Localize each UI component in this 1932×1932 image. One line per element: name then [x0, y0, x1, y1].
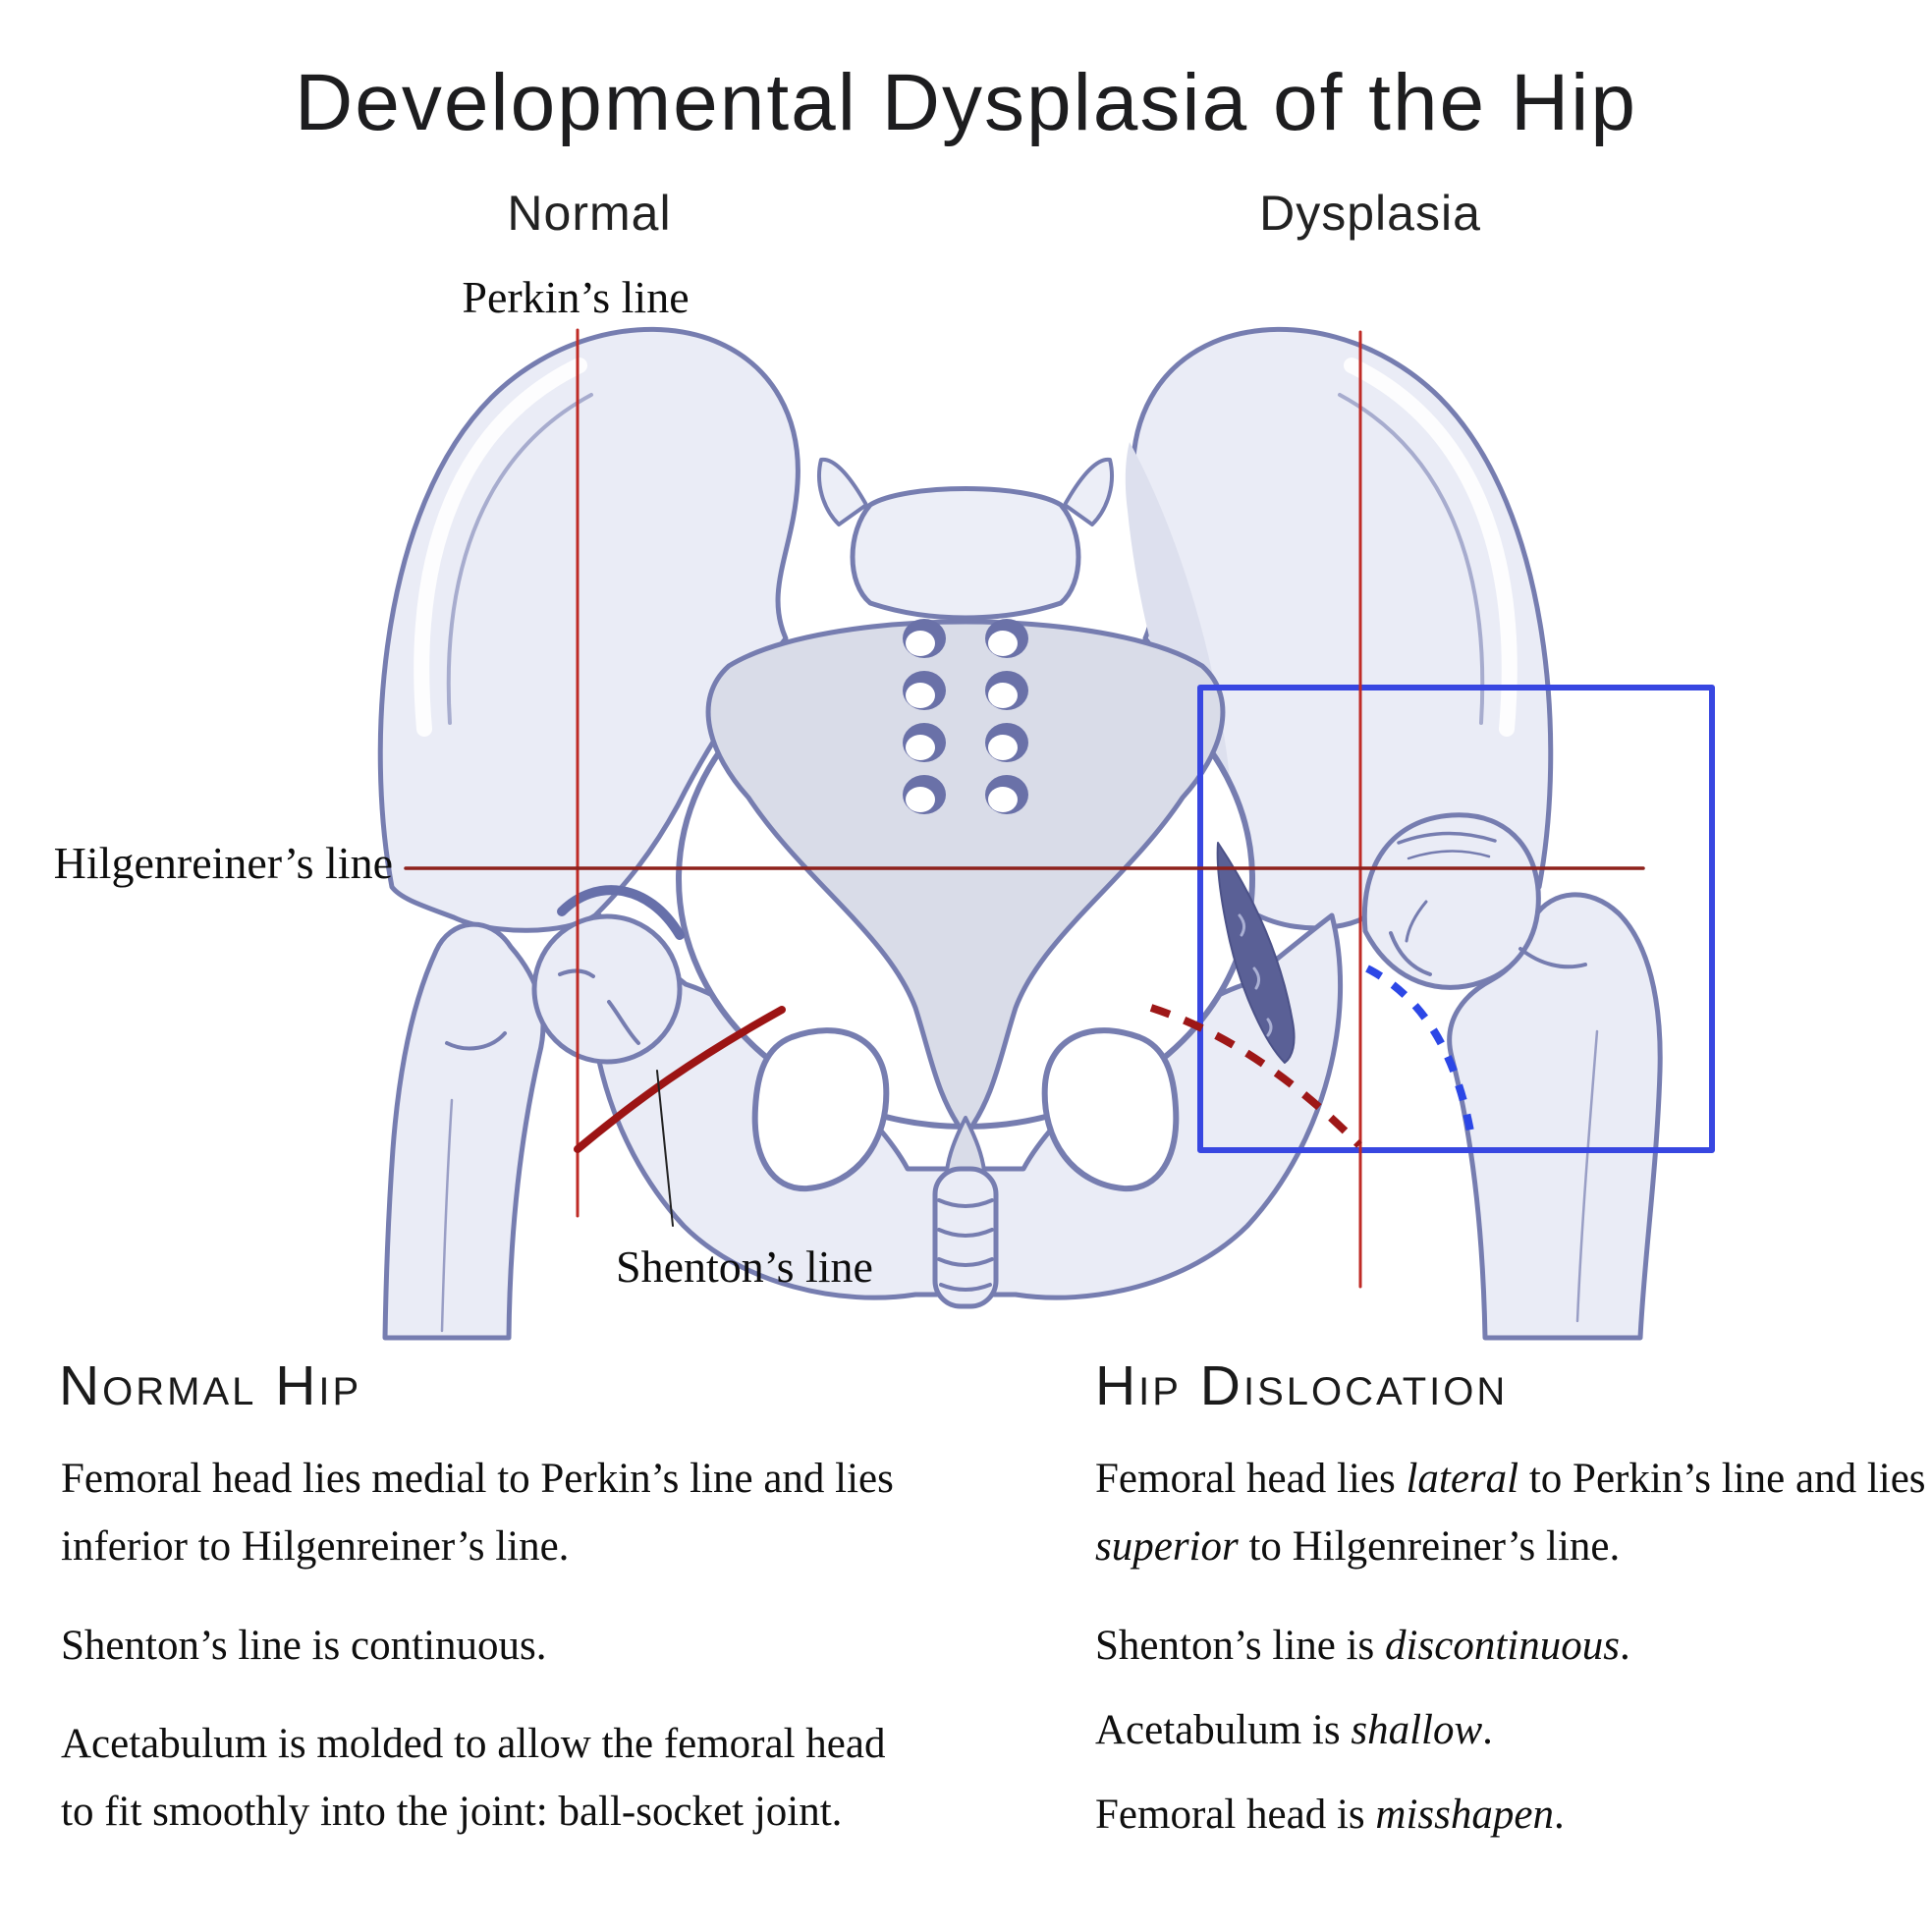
right-femoral-head	[1361, 812, 1541, 990]
perkins-line-label: Perkin’s line	[462, 272, 690, 322]
shallow-acetabulum	[1216, 842, 1296, 1064]
left-acetabulum-rim	[557, 885, 685, 940]
sacrum	[705, 457, 1226, 1138]
hilgenreiners-line-label: Hilgenreiner’s line	[53, 838, 393, 888]
normal-paragraph-1: Femoral head lies medial to Perkin’s lin…	[61, 1456, 894, 1570]
shentons-line-discontinuous	[1149, 1004, 1362, 1148]
shentons-line-curve	[574, 1006, 786, 1153]
dislocation-paragraph-4: Femoral head is misshapen.	[1095, 1792, 1565, 1838]
right-femur	[1361, 812, 1663, 1341]
obturator-foramen-left	[751, 1027, 890, 1192]
pubic-symphysis	[932, 1116, 999, 1309]
column-header-dysplasia: Dysplasia	[1259, 186, 1481, 241]
left-femoral-head	[531, 913, 683, 1065]
normal-paragraph-3: Acetabulum is molded to allow the femora…	[61, 1721, 886, 1835]
l5-process-right	[1063, 457, 1114, 526]
normal-paragraph-2: Shenton’s line is continuous.	[61, 1623, 547, 1669]
left-femur	[382, 885, 685, 1341]
shentons-pointer-line	[656, 1070, 674, 1227]
sacral-foramina	[903, 619, 1028, 814]
hip-dislocation-heading: Hip Dislocation	[1095, 1354, 1509, 1417]
obturator-foramen-right	[1041, 1027, 1180, 1192]
normal-hip-heading: Normal Hip	[59, 1354, 362, 1417]
l5-vertebra	[850, 486, 1081, 621]
dislocation-paragraph-2: Shenton’s line is discontinuous.	[1095, 1623, 1630, 1669]
l5-process-left	[817, 457, 868, 526]
column-header-normal: Normal	[507, 186, 672, 241]
dysplasia-highlight-box	[1197, 685, 1715, 1153]
dislocation-paragraph-1: Femoral head lies lateral to Perkin’s li…	[1095, 1456, 1926, 1570]
dislocation-paragraph-3: Acetabulum is shallow.	[1095, 1707, 1493, 1753]
page-title: Developmental Dysplasia of the Hip	[295, 58, 1637, 147]
shentons-line-label: Shenton’s line	[616, 1242, 873, 1292]
